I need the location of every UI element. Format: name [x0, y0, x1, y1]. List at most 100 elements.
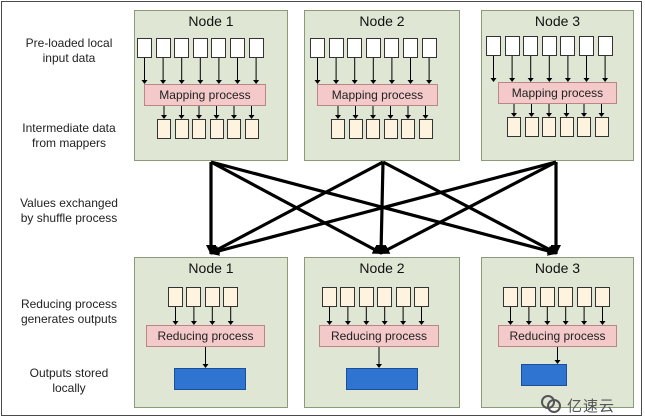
- map-node-title: Node 3: [534, 13, 581, 29]
- reduce-input-box: [204, 287, 220, 307]
- watermark-text: 亿速云: [567, 398, 616, 415]
- data-flow-arrowhead: [544, 321, 551, 325]
- data-flow-arrowhead: [326, 321, 333, 325]
- watermark: 亿速云: [539, 393, 639, 415]
- input-data-box: [248, 38, 264, 58]
- output-block: [521, 364, 567, 386]
- intermediate-data-box: [559, 117, 574, 137]
- intermediate-data-box: [157, 119, 171, 139]
- data-flow-arrowhead: [407, 80, 414, 84]
- input-data-box: [347, 38, 363, 58]
- reduce-input-box: [358, 287, 374, 307]
- data-flow-arrowhead: [202, 364, 209, 368]
- input-data-box: [384, 38, 400, 58]
- input-data-box: [597, 36, 613, 56]
- data-flow-arrowhead: [335, 115, 341, 119]
- intermediate-data-box: [542, 117, 556, 137]
- data-flow-arrowhead: [581, 321, 588, 325]
- reduce-input-box: [576, 287, 592, 307]
- output-block: [174, 368, 246, 390]
- data-flow-arrowhead: [253, 80, 260, 84]
- data-flow-arrowhead: [528, 113, 535, 117]
- reduce-input-box: [539, 287, 555, 307]
- data-flow-arrowhead: [344, 321, 351, 325]
- input-data-box: [211, 38, 227, 58]
- data-flow-arrowhead: [370, 115, 376, 119]
- data-flow-arrowhead: [581, 113, 587, 117]
- mapping-process-box: Mapping process: [498, 82, 617, 104]
- cloud-logo-icon: [541, 395, 561, 413]
- input-data-box: [174, 38, 190, 58]
- intermediate-data-box: [524, 117, 539, 137]
- data-flow-arrowhead: [563, 113, 570, 117]
- reduce-input-box: [558, 287, 574, 307]
- data-flow-arrowhead: [546, 113, 552, 117]
- reduce-input-box: [595, 287, 610, 307]
- input-data-box: [560, 36, 576, 56]
- reducing-process-box: Reducing process: [319, 325, 439, 347]
- data-flow-arrowhead: [507, 321, 514, 325]
- intermediate-data-box: [383, 119, 398, 139]
- reduce-node-title: Node 2: [359, 260, 405, 276]
- data-flow-arrowhead: [400, 321, 407, 325]
- intermediate-data-box: [209, 119, 224, 139]
- intermediate-data-box: [366, 119, 380, 139]
- input-data-box: [137, 38, 152, 58]
- input-data-box: [421, 38, 437, 58]
- input-data-box: [403, 38, 418, 58]
- data-flow-arrowhead: [213, 115, 220, 119]
- data-flow-arrowhead: [422, 115, 429, 119]
- data-flow-arrowhead: [525, 321, 532, 325]
- intermediate-data-box: [244, 119, 259, 139]
- data-flow-arrowhead: [388, 80, 395, 84]
- data-flow-arrowhead: [196, 115, 202, 119]
- data-flow-arrowhead: [405, 115, 411, 119]
- input-data-box: [328, 38, 344, 58]
- data-flow-arrowhead: [546, 78, 553, 82]
- reduce-input-box: [377, 287, 393, 307]
- data-flow-arrowhead: [352, 115, 359, 119]
- input-data-box: [365, 38, 381, 58]
- input-data-box: [310, 38, 325, 58]
- reduce-node-title: Node 3: [534, 260, 581, 276]
- data-flow-arrowhead: [562, 321, 569, 325]
- reduce-node-title: Node 1: [188, 260, 234, 276]
- data-flow-arrowhead: [178, 80, 185, 84]
- intermediate-data-box: [577, 117, 591, 137]
- reduce-input-box: [168, 287, 183, 307]
- input-data-box: [504, 36, 520, 56]
- input-data-box: [541, 36, 557, 56]
- shuffle-arrow: [379, 160, 557, 255]
- intermediate-data-box: [507, 117, 521, 137]
- intermediate-data-box: [227, 119, 241, 139]
- reduce-input-box: [223, 287, 239, 307]
- input-data-box: [523, 36, 539, 56]
- data-flow-arrowhead: [564, 78, 571, 82]
- data-flow-arrowhead: [227, 321, 234, 325]
- intermediate-data-box: [418, 119, 433, 139]
- shuffle-arrow: [209, 160, 384, 255]
- data-flow-arrowhead: [509, 78, 516, 82]
- map-node-title: Node 2: [359, 13, 405, 29]
- data-flow-arrowhead: [381, 321, 388, 325]
- input-data-box: [192, 38, 208, 58]
- reducing-process-box: Reducing process: [498, 325, 617, 347]
- data-flow-arrowhead: [234, 80, 241, 84]
- data-flow-arrowhead: [190, 321, 197, 325]
- data-flow-arrowhead: [602, 78, 609, 82]
- input-data-box: [230, 38, 245, 58]
- reduce-input-box: [521, 287, 537, 307]
- reduce-input-box: [340, 287, 356, 307]
- output-block: [346, 368, 418, 390]
- intermediate-data-box: [174, 119, 189, 139]
- data-flow-arrowhead: [554, 360, 561, 364]
- intermediate-data-box: [331, 119, 345, 139]
- data-flow-arrowhead: [598, 113, 605, 117]
- data-flow-arrowhead: [248, 115, 255, 119]
- data-flow-arrowhead: [511, 113, 517, 117]
- data-flow-arrowhead: [314, 80, 321, 84]
